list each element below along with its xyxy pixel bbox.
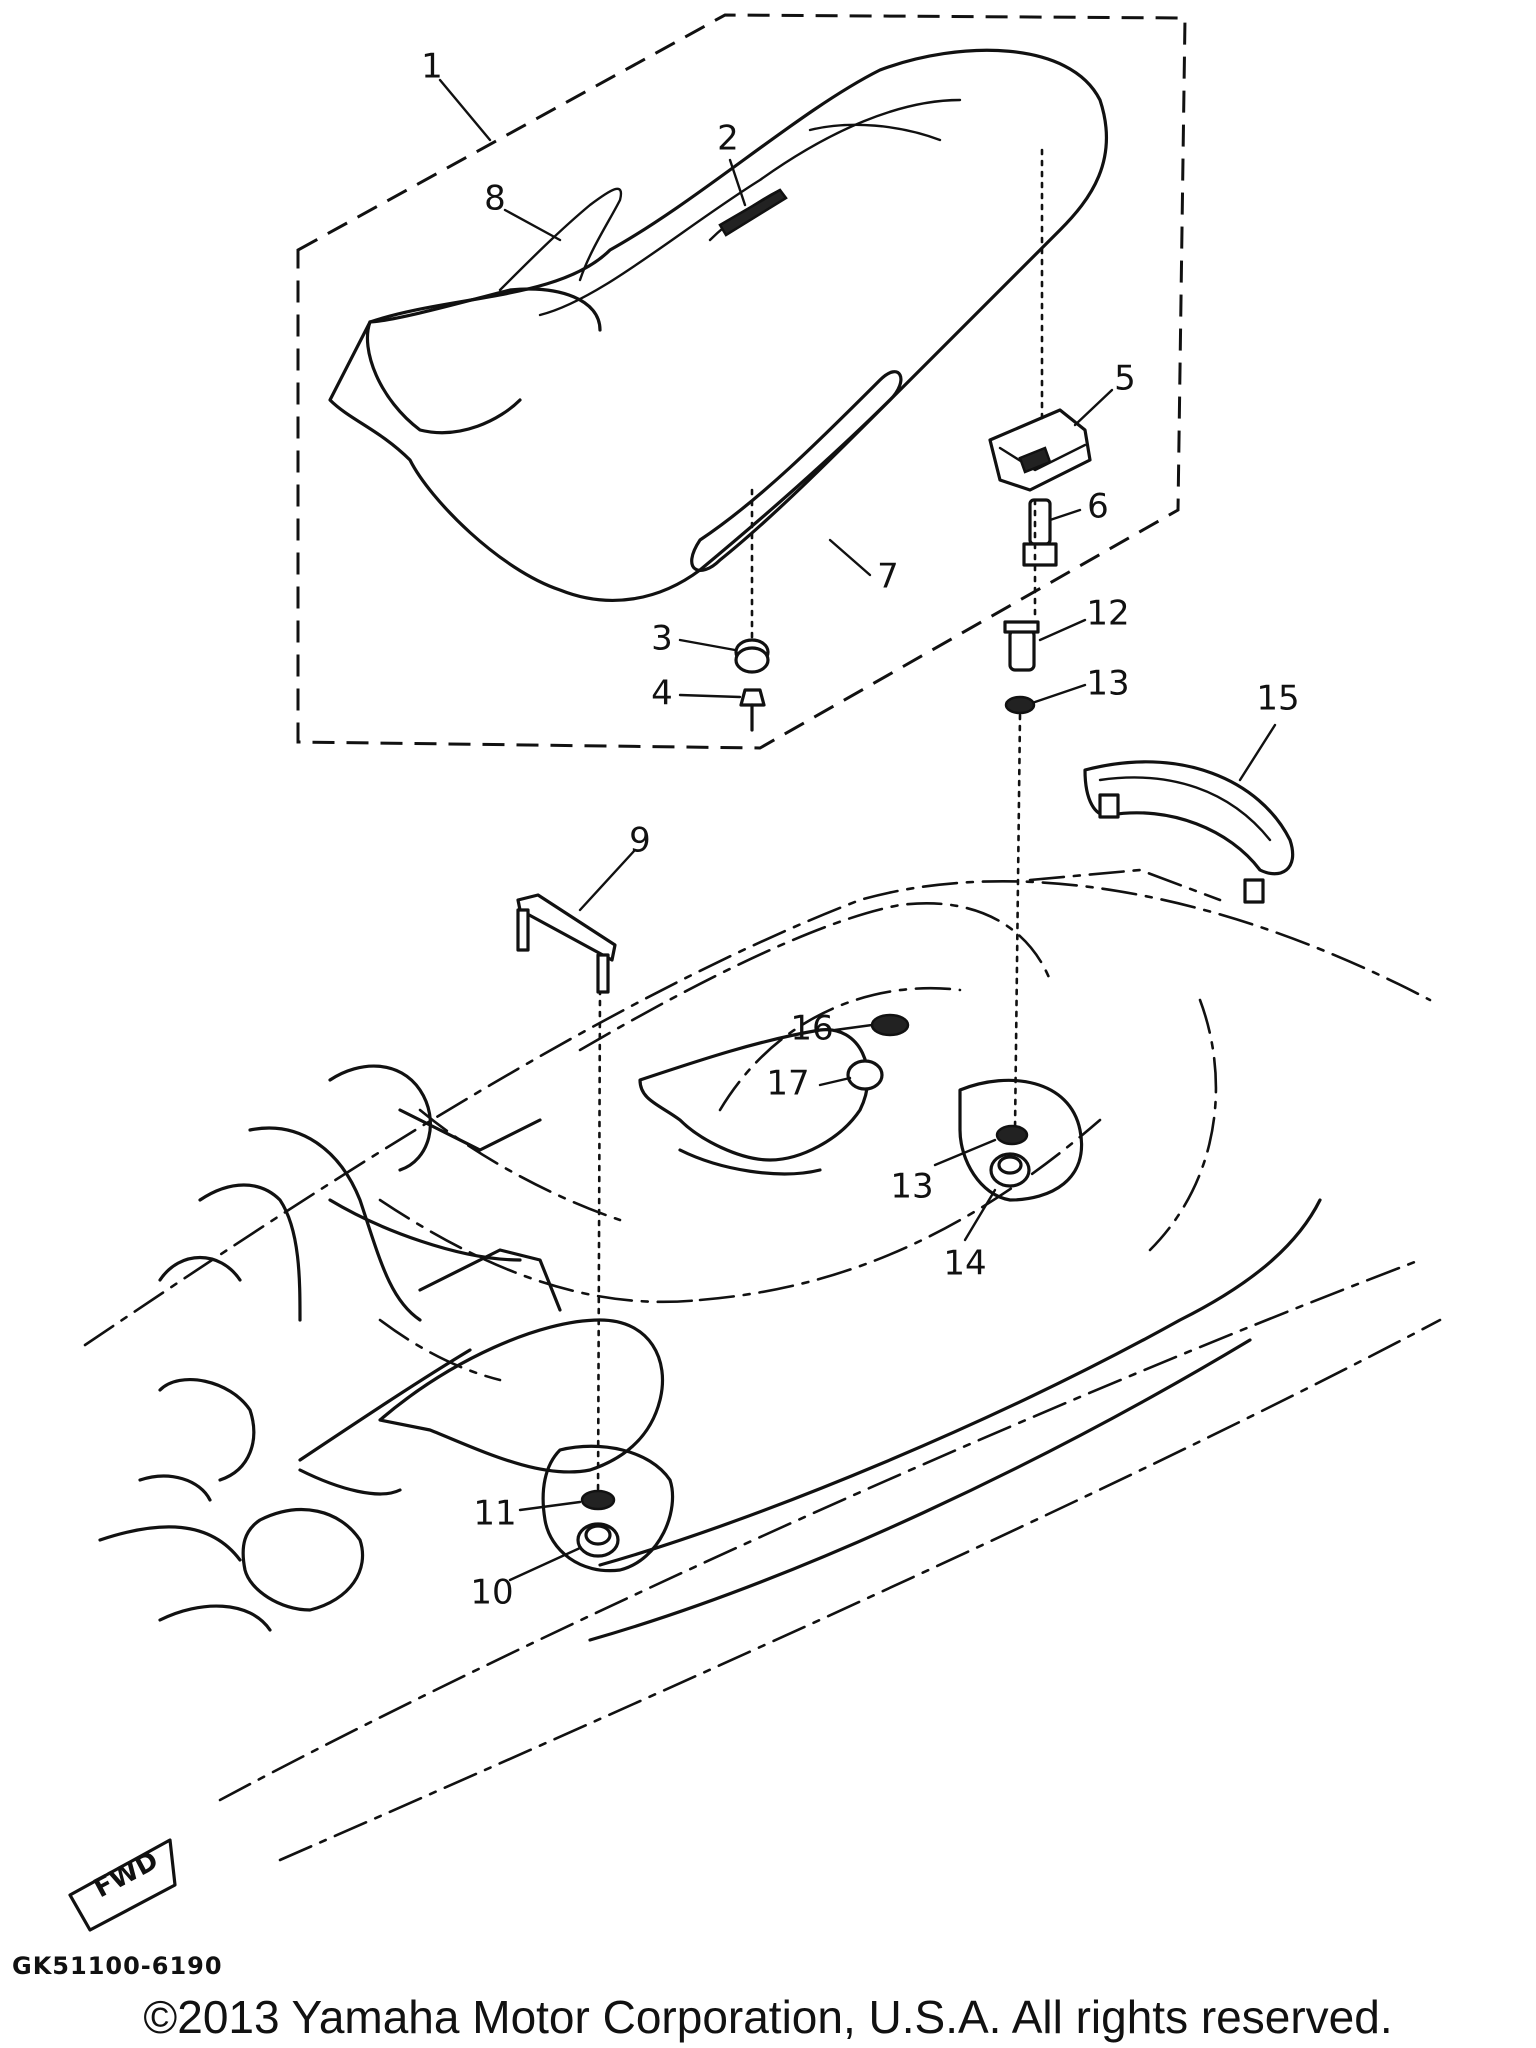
hull-body (83, 868, 1442, 1862)
seat-assembly-boundary (296, 13, 1187, 750)
callout-10: 10 (470, 1573, 513, 1613)
forward-arrow-icon: FWD (68, 1838, 177, 1932)
washer-11 (580, 1489, 616, 1511)
callout-labels: 1 2 8 5 6 7 3 4 12 13 15 9 16 17 13 14 1… (421, 47, 1299, 1613)
nut-14 (989, 1152, 1031, 1188)
seat-strap (718, 188, 788, 237)
callout-6: 6 (1087, 487, 1109, 527)
bolt-6 (1022, 498, 1058, 567)
callout-12: 12 (1086, 594, 1129, 634)
washer-13-lower (995, 1124, 1029, 1146)
callout-8-upper: 8 (484, 179, 506, 219)
pin-4 (739, 688, 766, 732)
callout-16: 16 (790, 1009, 833, 1049)
callout-2: 2 (717, 119, 739, 159)
grab-handle (1083, 760, 1295, 904)
washer-13-upper (1004, 695, 1036, 715)
seat (328, 48, 1109, 602)
leader-lines (438, 78, 1277, 1582)
callout-9: 9 (629, 821, 651, 861)
bracket-9 (516, 893, 617, 994)
diagram-part-code: GK51100-6190 (12, 1952, 223, 1980)
hull-deck (98, 1028, 1322, 1642)
nut-10 (576, 1522, 620, 1558)
callout-5: 5 (1114, 359, 1136, 399)
callout-17: 17 (766, 1064, 809, 1104)
callout-1: 1 (421, 47, 443, 87)
callout-15: 15 (1256, 679, 1299, 719)
callout-13-lower: 13 (890, 1167, 933, 1207)
callout-4: 4 (651, 674, 673, 714)
callout-11: 11 (473, 1494, 516, 1534)
hook-pin-12 (1003, 620, 1040, 672)
callout-13-upper: 13 (1086, 664, 1129, 704)
callout-7: 7 (877, 557, 899, 597)
latch-hook (988, 408, 1092, 492)
copyright-notice: ©2013 Yamaha Motor Corporation, U.S.A. A… (143, 1991, 1393, 2043)
damper-3 (734, 638, 770, 674)
cap-16 (870, 1013, 910, 1037)
callout-14: 14 (943, 1244, 986, 1284)
callout-3: 3 (651, 619, 673, 659)
nut-17 (846, 1059, 884, 1091)
